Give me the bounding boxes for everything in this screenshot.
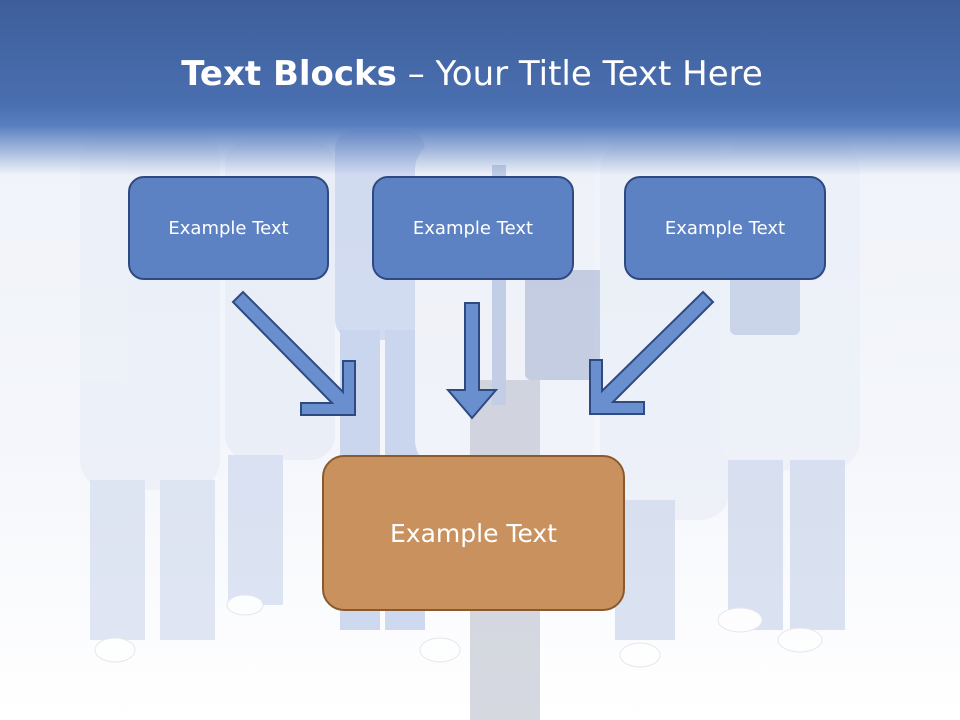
header-band xyxy=(0,0,960,175)
text-block-1[interactable]: Example Text xyxy=(128,176,329,280)
text-block-2[interactable]: Example Text xyxy=(372,176,574,280)
text-block-3-label: Example Text xyxy=(664,217,786,239)
slide-title: Text Blocks – Your Title Text Here xyxy=(0,52,944,96)
result-text-block[interactable]: Example Text xyxy=(322,455,625,611)
arrow-down-icon xyxy=(445,302,499,420)
arrow-left-icon xyxy=(231,290,356,416)
result-text-block-label: Example Text xyxy=(390,518,557,548)
text-block-3[interactable]: Example Text xyxy=(624,176,826,280)
text-block-2-label: Example Text xyxy=(412,217,534,239)
slide-title-rest: Your Title Text Here xyxy=(435,54,763,94)
slide-title-separator: – xyxy=(396,54,436,94)
arrow-right-icon xyxy=(589,290,715,415)
text-block-1-label: Example Text xyxy=(168,217,289,239)
slide-title-bold: Text Blocks xyxy=(181,54,397,94)
